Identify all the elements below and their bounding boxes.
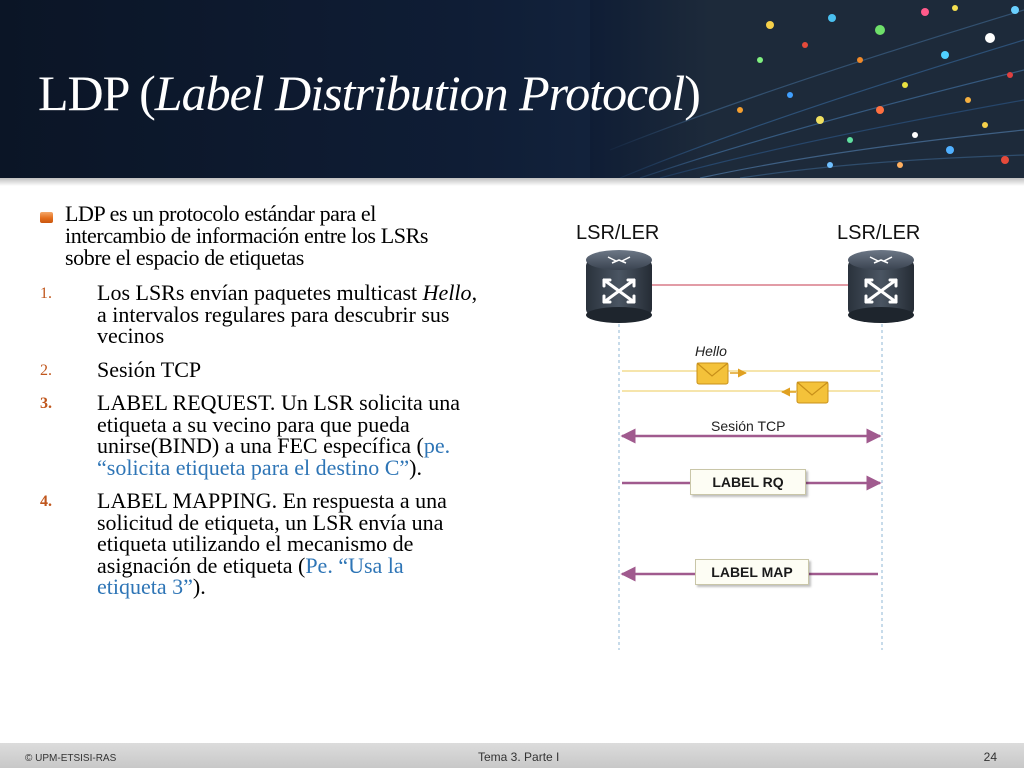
item-text: . En respuesta a una solicitud de etique… [97, 488, 447, 578]
label-mapping-box: LABEL MAP [695, 559, 809, 585]
item-example: pe. “solicita etiqueta para el destino C… [97, 433, 451, 480]
bullet-list: LDP es un protocolo estándar para el int… [38, 203, 478, 598]
list-item-3: 3. LABEL REQUEST. Un LSR solicita una et… [38, 390, 478, 480]
title-prefix: LDP ( [38, 65, 156, 121]
hello-label: Hello [695, 343, 727, 359]
item-text: , a intervalos regulares para descubrir … [97, 280, 478, 348]
list-item-4: 4. LABEL MAPPING. En respuesta a una sol… [38, 490, 478, 598]
envelope-icon [696, 362, 729, 385]
page-number: 24 [983, 750, 997, 764]
label-request-box: LABEL RQ [690, 469, 806, 495]
ldp-diagram: LSR/LER LSR/LER Hello Sesión TCP LABEL R… [560, 210, 940, 660]
footer-topic: Tema 3. Parte I [478, 750, 560, 764]
main-bullet: LDP es un protocolo estándar para el int… [38, 203, 478, 269]
left-router-icon [586, 250, 652, 323]
item-number: 4. [40, 493, 52, 510]
item-text: Un LSR solicita una etiqueta a su vecino… [97, 390, 460, 458]
bullet-icon [40, 212, 53, 223]
item-example: Pe. “Usa la etiqueta 3” [97, 552, 404, 599]
item-lead: LABEL MAPPING [97, 488, 272, 513]
footer-copyright: © UPM-ETSISI-RAS [25, 753, 117, 764]
list-item-2: 2. Sesión TCP [38, 356, 478, 382]
item-number: 3. [40, 395, 52, 412]
envelope-icon [796, 381, 829, 404]
item-number: 2. [40, 361, 52, 379]
list-item-1: 1. Los LSRs envían paquetes multicast He… [38, 282, 478, 347]
diagram-canvas [586, 250, 914, 650]
item-end: ). [192, 574, 206, 599]
left-node-label: LSR/LER [576, 222, 660, 244]
header-shadow [0, 178, 1024, 186]
item-text-italic: Hello [422, 280, 472, 305]
right-node-label: LSR/LER [837, 222, 921, 244]
slide-title: LDP (Label Distribution Protocol) [38, 64, 701, 122]
right-router-icon [848, 250, 914, 323]
item-text: Sesión TCP [97, 356, 202, 382]
title-suffix: ) [684, 65, 701, 121]
slide-footer: © UPM-ETSISI-RAS Tema 3. Parte I 24 [0, 743, 1024, 768]
main-bullet-text: LDP es un protocolo estándar para el int… [65, 201, 429, 270]
title-italic: Label Distribution Protocol [154, 65, 685, 121]
item-number: 1. [40, 285, 52, 302]
item-end: ). [409, 454, 422, 480]
slide-header: LDP (Label Distribution Protocol) [0, 0, 1024, 178]
fiber-optics-image [590, 0, 1024, 178]
item-lead: LABEL REQUEST. [97, 390, 276, 415]
tcp-session-label: Sesión TCP [711, 418, 786, 434]
item-text: Los LSRs envían paquetes multicast [97, 280, 423, 305]
